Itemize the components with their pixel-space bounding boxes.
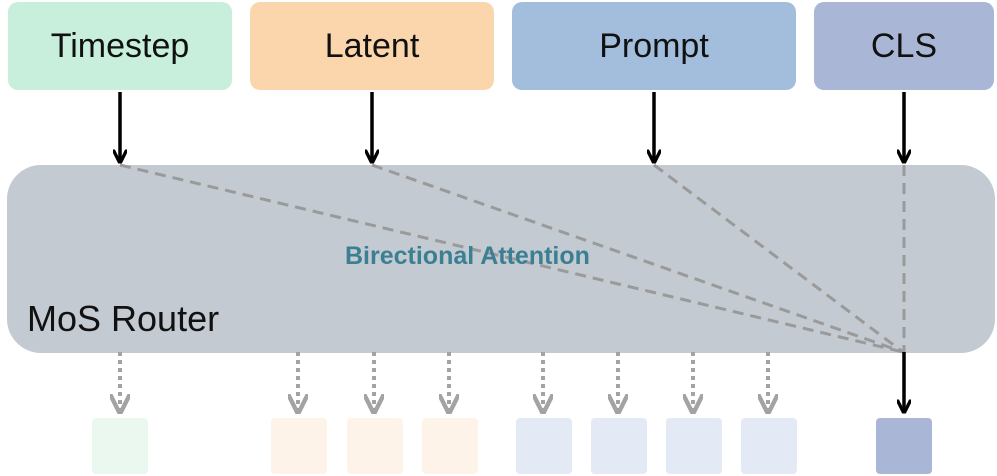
output-token-prompt-2 [591,418,647,474]
cls-label: CLS [870,26,938,65]
latent-input-box: Latent [250,2,494,90]
mos-router-label: MoS Router [27,298,220,339]
output-token-timestep [92,418,148,474]
output-token-prompt-1 [516,418,572,474]
cls-input-box: CLS [814,2,994,90]
timestep-label: Timestep [50,26,190,65]
latent-label: Latent [324,26,420,65]
output-token-prompt-4 [741,418,797,474]
prompt-label: Prompt [599,26,709,65]
bidirectional-attention-label: Birectional Attention [345,242,590,270]
output-token-prompt-3 [666,418,722,474]
prompt-input-box: Prompt [512,2,796,90]
output-token-latent-1 [271,418,327,474]
output-token-cls [876,418,932,474]
output-token-latent-3 [422,418,478,474]
output-token-latent-2 [347,418,403,474]
timestep-input-box: Timestep [8,2,232,90]
